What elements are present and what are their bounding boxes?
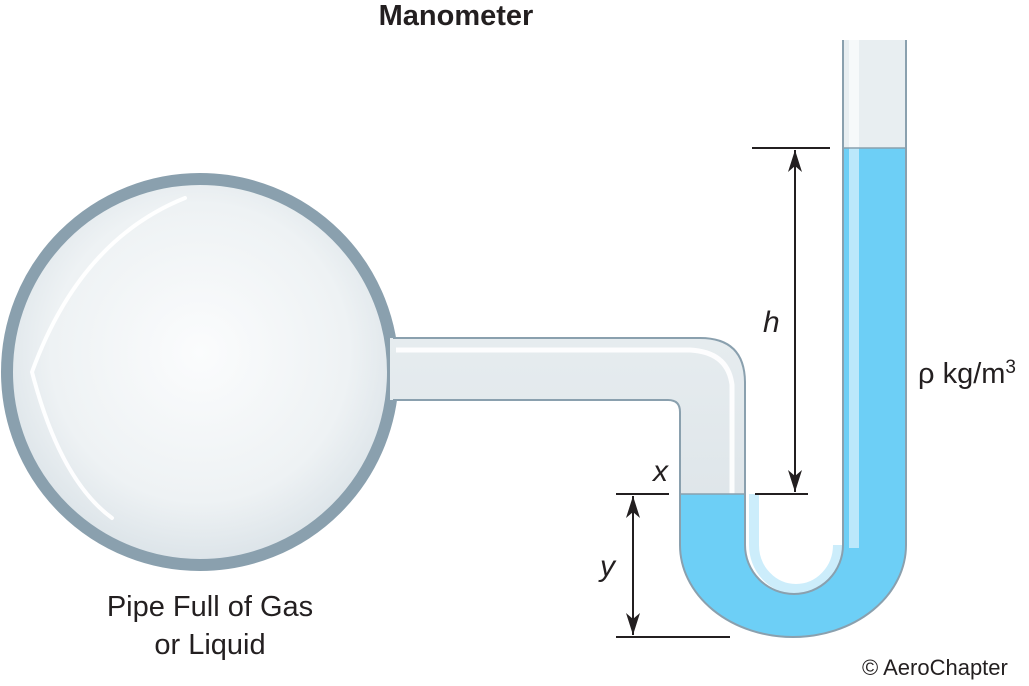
connecting-pipe: [390, 337, 746, 494]
label-x: x: [653, 455, 668, 488]
pipe-caption-line1: Pipe Full of Gas: [106, 591, 314, 623]
y-dimension: [616, 493, 730, 638]
density-label: ρ kg/m3: [918, 357, 1016, 391]
h-arrow-down-icon: [788, 470, 802, 492]
u-tube: [679, 40, 907, 638]
liquid-highlight-arc: [749, 494, 843, 594]
copyright-notice: © AeroChapter: [862, 655, 1008, 680]
density-symbol: ρ: [918, 358, 935, 390]
pipe-bulb: [1, 173, 399, 571]
diagram-title: Manometer: [378, 0, 534, 32]
pipe-caption-line2: or Liquid: [154, 629, 266, 661]
pipe-caption: Pipe Full of Gas or Liquid: [60, 588, 360, 664]
h-arrow-up-icon: [788, 150, 802, 172]
label-h: h: [763, 306, 780, 339]
density-exponent: 3: [1005, 357, 1016, 378]
density-unit: kg/m: [942, 358, 1006, 390]
pipe-highlight: [396, 347, 735, 494]
h-dimension: [752, 147, 830, 495]
label-y: y: [600, 550, 615, 583]
y-arrow-down-icon: [626, 613, 640, 635]
y-arrow-up-icon: [626, 496, 640, 518]
bulb-highlight: [29, 196, 187, 520]
